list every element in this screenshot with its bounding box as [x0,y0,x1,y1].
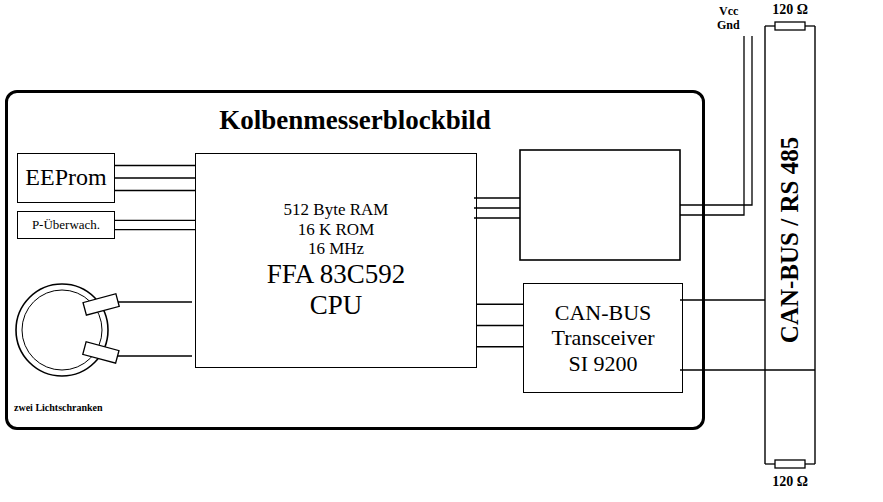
part-number: FFA 83C592 [267,259,405,290]
part-name: P-Überwach. [32,218,100,233]
part-label: zwei Lichtschranken [14,402,103,413]
transceiver-box: CAN-BUS Transceiver SI 9200 [523,283,683,393]
bus-wire [115,220,195,229]
light-barrier [83,294,119,363]
spec-text: 16 MHz [308,239,364,259]
monitor-box: P-Überwach. [17,211,115,239]
bus-wire [115,166,195,191]
resistor-symbol [765,460,815,468]
bus-wire [477,304,523,347]
block-diagram-frame: KolbenmesserblockbildEEPromP-Überwach. 51… [5,90,705,430]
spec-text: 16 K ROM [298,220,375,240]
supply-box [520,150,680,260]
spec-text: 512 Byte RAM [284,200,389,220]
part-name: CPU [310,290,363,321]
cpu-box: 512 Byte RAM16 K ROM16 MHzFFA 83C592CPU [195,153,477,368]
resistor-value: 120 Ω [772,474,808,490]
part-name: CAN-BUS Transceiver SI 9200 [543,300,663,376]
resistor-symbol [765,22,815,30]
memory-box: EEProm [17,153,115,203]
signal-name: Vcc [719,4,738,19]
light-barrier-disc [16,284,108,376]
bus-name: CAN-BUS / RS 485 [776,137,804,343]
power-wires [680,36,752,215]
cpu-supply-wires [474,198,520,218]
sensor-wires [118,302,192,356]
resistor-value: 120 Ω [772,2,808,18]
part-name: EEProm [25,164,106,192]
diagram-title: Kolbenmesserblockbild [8,105,702,136]
signal-name: Gnd [717,18,740,33]
